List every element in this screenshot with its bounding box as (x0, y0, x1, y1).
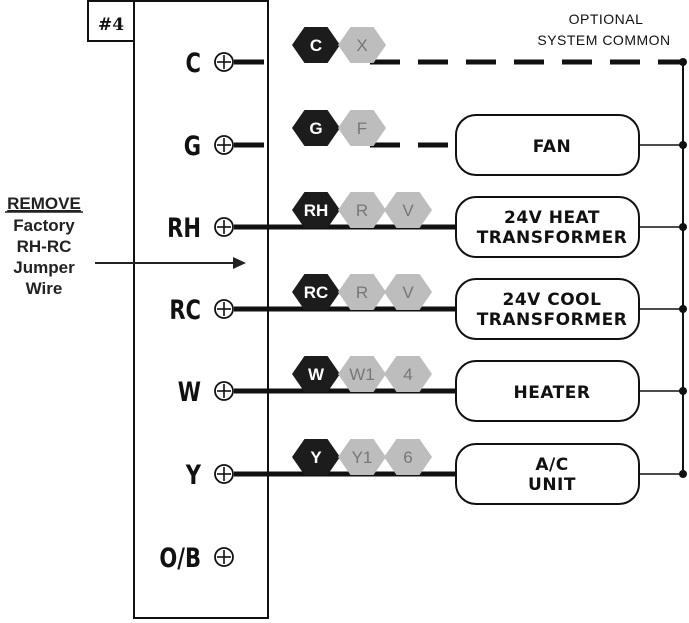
tag-label: C (310, 36, 322, 55)
terminal-tag-rc-0: RC (292, 274, 340, 310)
terminal-row-rc: RC RC R V (169, 274, 456, 326)
terminal-rows: C C X G G F RH RH R V RC RC R V W W W1 4Y Y Y1 6O/B (159, 27, 687, 574)
alt-tag-y-1: Y1 (338, 439, 386, 475)
screw-terminal-icon (214, 547, 234, 567)
terminal-row-rh: RH RH R V (167, 192, 456, 244)
screw-terminal-icon (214, 464, 234, 484)
tag-label: R (356, 283, 368, 302)
device-fan: FAN (455, 114, 687, 176)
terminal-row-y: Y Y Y1 6 (185, 439, 456, 491)
badge-box (87, 0, 135, 42)
remove-line2: RH-RC (17, 237, 72, 256)
terminal-tag-w-0: W (292, 356, 340, 392)
common-label-line1: OPTIONAL (569, 11, 644, 27)
common-label-line2: SYSTEM COMMON (537, 32, 670, 48)
tag-label: V (402, 283, 414, 302)
terminal-tag-g-0: G (292, 110, 340, 146)
device-label: FAN (533, 137, 572, 157)
tag-label: W (308, 365, 325, 384)
terminal-tag-c-0: C (292, 27, 340, 63)
bus-node (679, 387, 687, 395)
device-label: TRANSFORMER (477, 228, 628, 248)
tag-label: 6 (403, 448, 412, 467)
tag-label: 4 (403, 365, 412, 384)
device-label: A/C (535, 455, 568, 475)
terminal-tag-y-0: Y (292, 439, 340, 475)
alt-tag-rc-2: V (384, 274, 432, 310)
screw-terminal-icon (214, 217, 234, 237)
remove-line3: Jumper (13, 258, 75, 277)
tag-label: RC (304, 283, 329, 302)
device-heater: HEATER (455, 360, 687, 422)
alt-tag-y-2: 6 (384, 439, 432, 475)
remove-line1: Factory (13, 216, 75, 235)
terminal-label-c: C (186, 47, 201, 78)
screw-terminal-icon (214, 135, 234, 155)
remove-line4: Wire (26, 279, 63, 298)
terminal-label-ob: O/B (159, 542, 201, 573)
alt-tag-w-1: W1 (338, 356, 386, 392)
tag-label: X (356, 36, 367, 55)
device-label: 24V HEAT (504, 208, 600, 228)
tag-label: V (402, 201, 414, 220)
jumper-arrow-head (233, 257, 246, 269)
terminal-label-g: G (184, 130, 201, 161)
tag-label: R (356, 201, 368, 220)
alt-tag-w-2: 4 (384, 356, 432, 392)
screw-terminal-icon (214, 299, 234, 319)
tag-label: RH (304, 201, 329, 220)
terminal-label-w: W (178, 376, 201, 407)
remove-title: REMOVE (7, 194, 81, 213)
alt-tag-g-1: F (338, 110, 386, 146)
tag-label: Y (310, 448, 322, 467)
terminal-label-rc: RC (169, 294, 201, 325)
device-label: TRANSFORMER (477, 310, 628, 330)
screw-terminal-icon (214, 381, 234, 401)
tag-label: G (309, 119, 322, 138)
terminal-tag-rh-0: RH (292, 192, 340, 228)
bus-node (679, 305, 687, 313)
alt-tag-rh-2: V (384, 192, 432, 228)
badge-label: #4 (98, 15, 124, 35)
device-label: HEATER (514, 383, 591, 403)
bus-node (679, 223, 687, 231)
alt-tag-rh-1: R (338, 192, 386, 228)
bus-node (679, 470, 687, 478)
device-label: 24V COOL (503, 290, 602, 310)
terminal-row-ob: O/B (159, 542, 234, 574)
device-label: UNIT (528, 475, 576, 495)
bus-node (679, 141, 687, 149)
terminal-row-w: W W W1 4 (178, 356, 456, 408)
tag-label: F (357, 119, 367, 138)
alt-tag-c-1: X (338, 27, 386, 63)
terminal-label-rh: RH (167, 212, 201, 243)
tag-label: W1 (349, 365, 375, 384)
bus-node (679, 58, 687, 66)
alt-tag-rc-1: R (338, 274, 386, 310)
screw-terminal-icon (214, 52, 234, 72)
terminal-label-y: Y (185, 459, 202, 490)
tag-label: Y1 (352, 448, 373, 467)
